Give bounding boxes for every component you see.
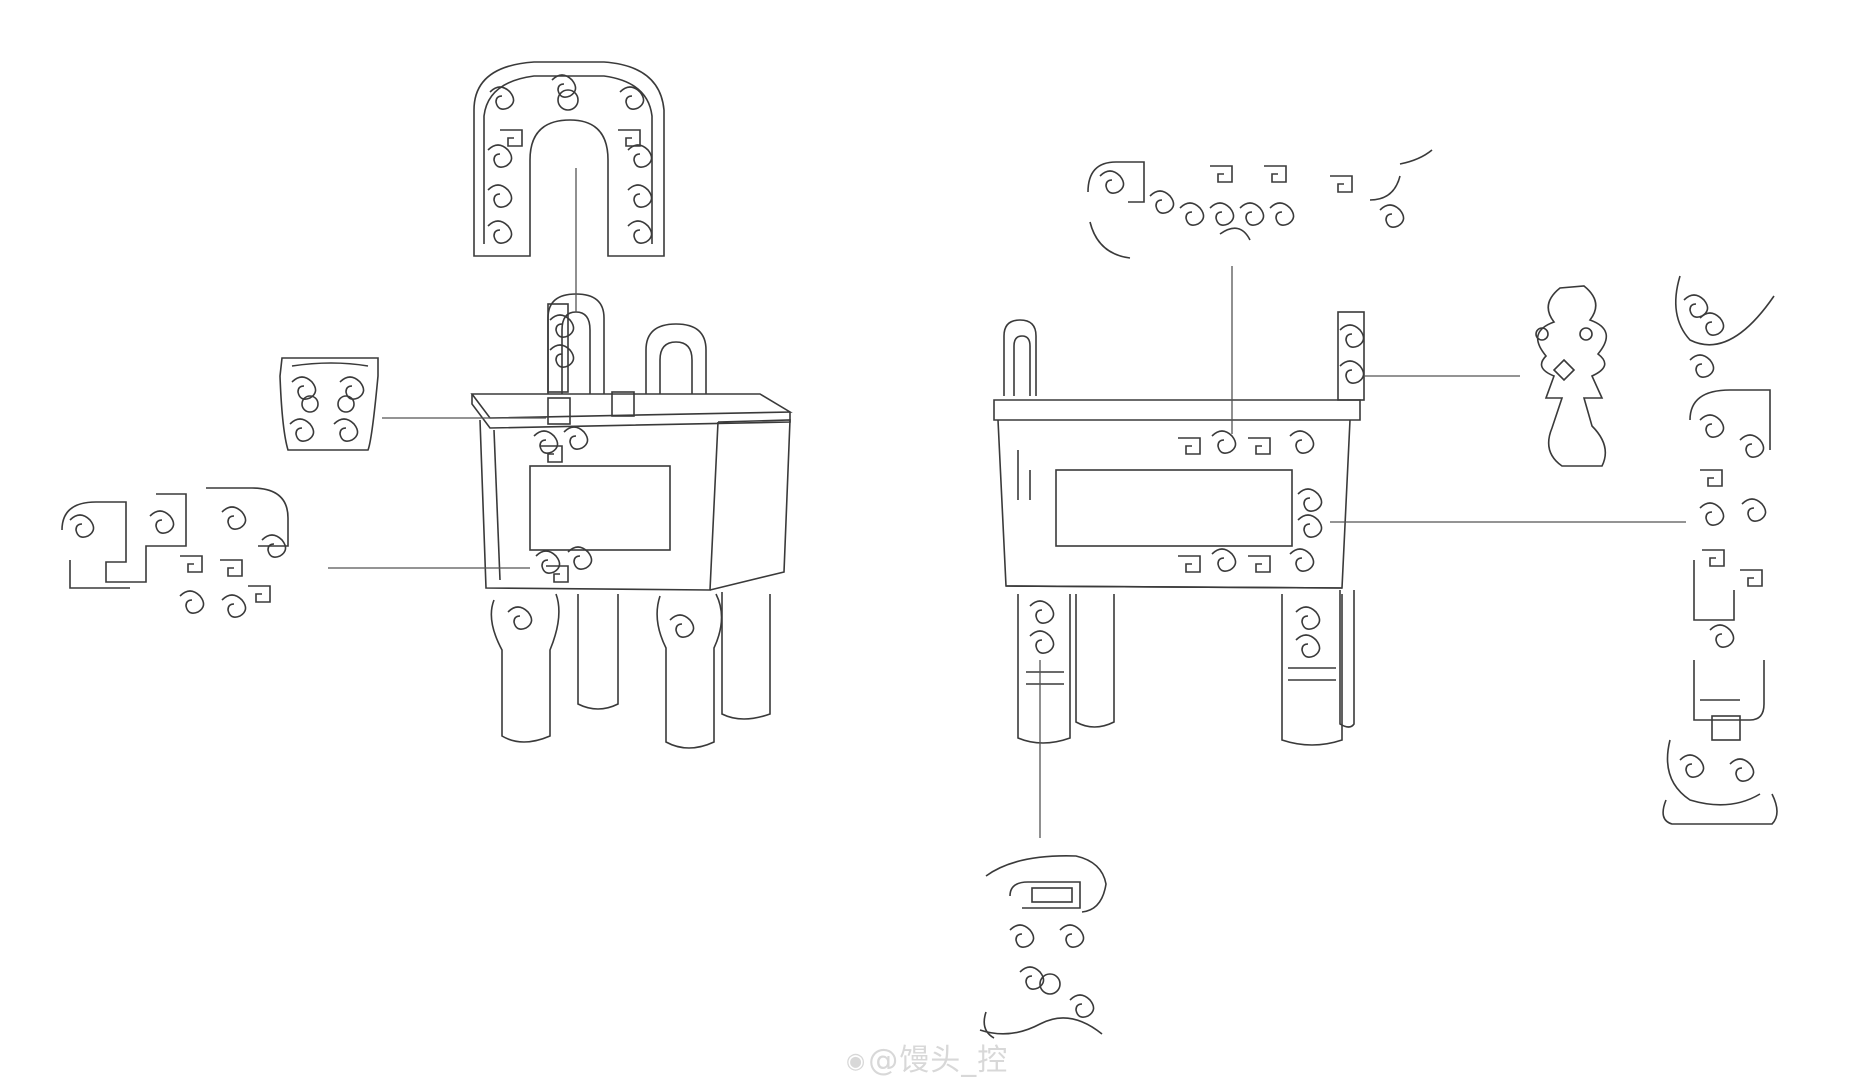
right-ding-vessel (994, 312, 1364, 745)
left-leader-lines (328, 168, 576, 568)
square-taotie-motif (280, 358, 378, 450)
right-vertical-motif (1663, 276, 1777, 824)
left-band-motif (62, 488, 288, 617)
standing-figure-motif (1536, 286, 1606, 466)
watermark: ◉@馒头_控 (846, 1035, 1008, 1079)
left-ding-vessel (472, 294, 790, 748)
bottom-leg-motif (980, 856, 1106, 1038)
right-leader-lines (1040, 266, 1686, 838)
handle-arch-motif (474, 62, 664, 256)
right-top-band-motif (1088, 150, 1432, 258)
watermark-text: @馒头_控 (868, 1043, 1008, 1078)
weibo-logo-icon: ◉ (846, 1049, 866, 1074)
